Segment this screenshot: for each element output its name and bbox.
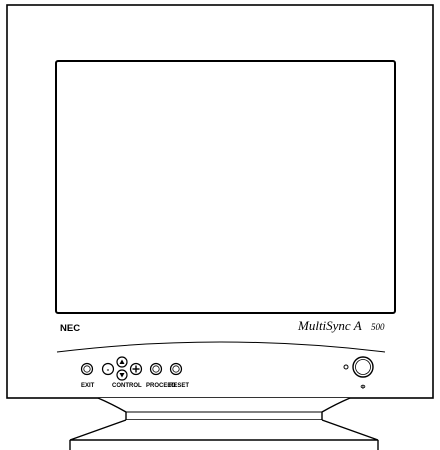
exit-label: EXIT: [81, 383, 95, 389]
control-label: CONTROL: [112, 383, 142, 389]
exit-button[interactable]: [80, 362, 94, 376]
down-arrow-button[interactable]: [116, 369, 128, 381]
down-arrow-icon: [119, 373, 125, 378]
power-button[interactable]: [352, 356, 374, 378]
stand-neck: [97, 397, 351, 421]
model-number: 500: [371, 322, 385, 332]
power-icon: Φ: [361, 385, 366, 391]
model-name: MultiSync A: [297, 318, 362, 333]
reset-button[interactable]: [169, 362, 183, 376]
proceed-button[interactable]: [149, 362, 163, 376]
stand-base: [69, 419, 379, 441]
proceed-label: PROCEED: [146, 383, 176, 389]
up-arrow-button[interactable]: [116, 356, 128, 368]
control-panel-curve: [56, 341, 386, 353]
reset-label: RESET: [169, 383, 189, 389]
plus-button[interactable]: [129, 362, 143, 376]
monitor-screen: [55, 60, 396, 314]
minus-icon: -: [107, 365, 110, 374]
up-arrow-icon: [119, 359, 125, 364]
minus-button[interactable]: -: [101, 362, 115, 376]
brand-logo: NEC: [60, 323, 80, 334]
power-led: [343, 364, 349, 370]
